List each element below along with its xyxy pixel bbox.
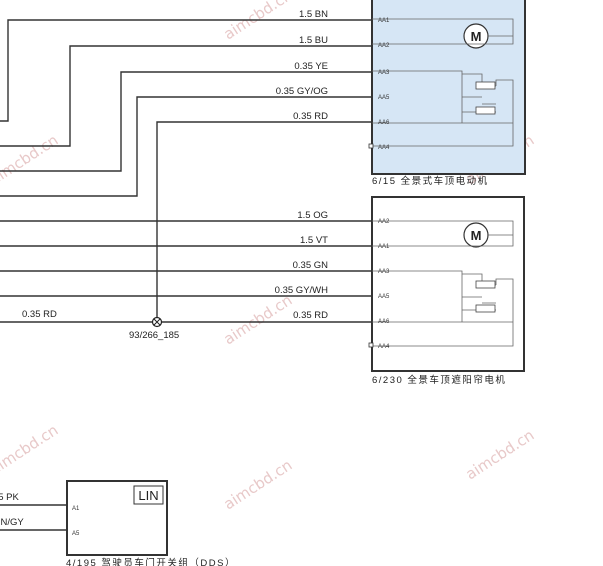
wire-label-0-35-gy-wh: 0.35 GY/WH [275,285,328,296]
motor-top-pin-aa6: AA6 [378,120,390,126]
wire-label-0-35-rd-bottom: 0.35 RD [293,310,328,321]
wire-label-lin-pk: 0.35 PK [0,492,19,503]
motor-bottom-pin-aa1: AA1 [378,244,390,250]
wire-label-1-5-bu: 1.5 BU [299,35,328,46]
watermark: aimcbd.cn [220,456,295,513]
motor-bottom-pin-aa4: AA4 [378,344,390,350]
wire-top-1-5-bn [0,19,372,122]
wire-top-0-35-gy-og [0,96,372,197]
watermark: aimcbd.cn [220,0,295,43]
motor-bottom-resistor-1 [475,280,496,289]
switch-block-label: 4/195 驾驶员车门开关组（DDS） [66,557,236,566]
wire-label-0-35-rd-top: 0.35 RD [293,111,328,122]
motor-top-pin-aa4: AA4 [378,145,390,151]
watermark: aimcbd.cn [0,131,61,188]
watermark: aimcbd.cn [462,426,537,483]
motor-top-aa4-marker [368,143,374,149]
motor-top-resistor-1 [475,81,496,90]
lin-badge-label: LIN [138,488,158,503]
wire-label-1-5-bn: 1.5 BN [299,9,328,20]
switch-pin-a5: A5 [72,531,80,537]
motor-bottom-box [371,196,525,372]
wire-label-0-35-rd-feed: 0.35 RD [22,309,57,320]
motor-bottom-pin-aa6: AA6 [378,319,390,325]
wire-label-0-35-gy-og: 0.35 GY/OG [276,86,328,97]
motor-top-resistor-2 [475,106,496,115]
wire-label-0-35-ye: 0.35 YE [294,61,328,72]
wire-top-0-35-ye [0,71,372,172]
switch-pin-a1: A1 [72,506,80,512]
motor-top-pin-aa1: AA1 [378,18,390,24]
motor-top-pin-aa2: AA2 [378,43,390,49]
motor-top-box [371,0,526,175]
wire-top-1-5-bu [0,45,372,147]
motor-top-pin-aa3: AA3 [378,70,390,76]
motor-top-m-letter: M [471,29,482,44]
wire-label-0-35-gn: 0.35 GN [293,260,329,271]
watermark: aimcbd.cn [220,291,295,348]
wire-label-1-5-vt: 1.5 VT [300,235,328,246]
splice-label: 93/266_185 [129,330,179,341]
motor-bottom-pin-aa5: AA5 [378,294,390,300]
motor-top-label: 6/15 全景式车顶电动机 [372,175,489,187]
motor-bottom-resistor-2 [475,304,496,313]
motor-bottom-pin-aa3: AA3 [378,269,390,275]
wire-label-1-5-og: 1.5 OG [297,210,328,221]
splice-93-266-185 [151,316,163,328]
motor-bottom-m-letter: M [471,228,482,243]
motor-bottom-label: 6/230 全景车顶遮阳帘电机 [372,374,506,386]
wire-label-lin-gn-gy: 0.35 GN/GY [0,517,24,528]
lin-badge [133,485,164,505]
wire-top-0-35-rd [156,121,372,322]
motor-bottom-aa4-marker [368,342,374,348]
motor-top-pin-aa5: AA5 [378,95,390,101]
motor-bottom-pin-aa2: AA2 [378,219,390,225]
watermark: aimcbd.cn [0,421,61,478]
